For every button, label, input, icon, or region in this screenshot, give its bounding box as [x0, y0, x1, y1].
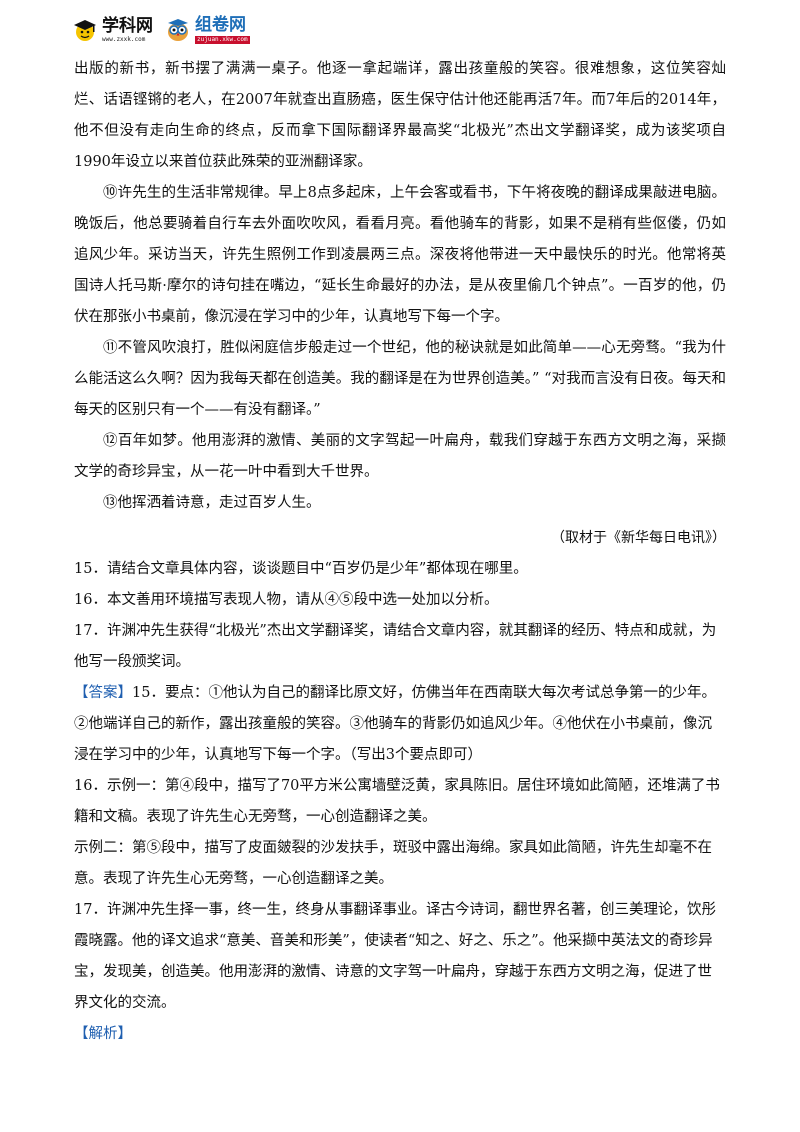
answer-15: 【答案】15．要点：①他认为自己的翻译比原文好，仿佛当年在西南联大每次考试总争第…: [74, 678, 726, 771]
question-17: 17．许渊冲先生获得“北极光”杰出文学翻译奖，请结合文章内容，就其翻译的经历、特…: [74, 623, 717, 670]
analysis-tag: 【解析】: [74, 1026, 132, 1042]
article-paragraph-12: ⑫百年如梦。他用澎湃的激情、美丽的文字驾起一叶扁舟，载我们穿越于东西方文明之海，…: [74, 433, 726, 480]
answer-16-example-2: 示例二：第⑤段中，描写了皮面皴裂的沙发扶手，斑驳中露出海绵。家具如此简陋，许先生…: [74, 840, 712, 887]
zujuan-logo-name: 组卷网: [195, 14, 246, 35]
document-body: 出版的新书，新书摆了满满一桌子。他逐一拿起端详，露出孩童般的笑容。很难想象，这位…: [74, 54, 726, 1050]
article-source: （取材于《新华每日电讯》）: [551, 530, 726, 546]
answer-17: 17．许渊冲先生择一事，终一生，终身从事翻译事业。译古今诗词，翻世界名著，创三美…: [74, 902, 716, 1011]
analysis-section: 【解析】: [74, 1019, 726, 1050]
article-paragraph-10: ⑩许先生的生活非常规律。早上8点多起床，上午会客或看书，下午将夜晚的翻译成果敲进…: [74, 185, 726, 325]
page-header: 学科网 www.zxxk.com 组卷网 zujuan.xkw.com: [72, 12, 250, 48]
graduation-cap-mascot-icon: [74, 20, 96, 41]
article-paragraph-11: ⑪不管风吹浪打，胜似闲庭信步般走过一个世纪，他的秘诀就是如此简单——心无旁骛。“…: [74, 340, 726, 418]
zxxk-logo: 学科网 www.zxxk.com: [72, 17, 153, 43]
answer-15-text: 15．要点：①他认为自己的翻译比原文好，仿佛当年在西南联大每次考试总争第一的少年…: [74, 685, 716, 763]
owl-mascot-icon: [168, 19, 188, 41]
answer-16-example-1: 16．示例一：第④段中，描写了70平方米公寓墙壁泛黄，家具陈旧。居住环境如此简陋…: [74, 778, 720, 825]
question-16: 16．本文善用环境描写表现人物，请从④⑤段中选一处加以分析。: [74, 592, 499, 608]
article-paragraph-13: ⑬他挥洒着诗意，走过百岁人生。: [103, 495, 321, 511]
zujuan-logo-url: zujuan.xkw.com: [195, 35, 250, 44]
question-15: 15．请结合文章具体内容，谈谈题目中“百岁仍是少年”都体现在哪里。: [74, 561, 528, 577]
article-paragraph-continued: 出版的新书，新书摆了满满一桌子。他逐一拿起端详，露出孩童般的笑容。很难想象，这位…: [74, 61, 726, 170]
answer-tag: 【答案】: [74, 685, 132, 701]
zxxk-logo-name: 学科网: [102, 15, 153, 36]
zxxk-logo-url: www.zxxk.com: [102, 35, 146, 43]
zujuan-logo: 组卷网 zujuan.xkw.com: [165, 14, 250, 44]
